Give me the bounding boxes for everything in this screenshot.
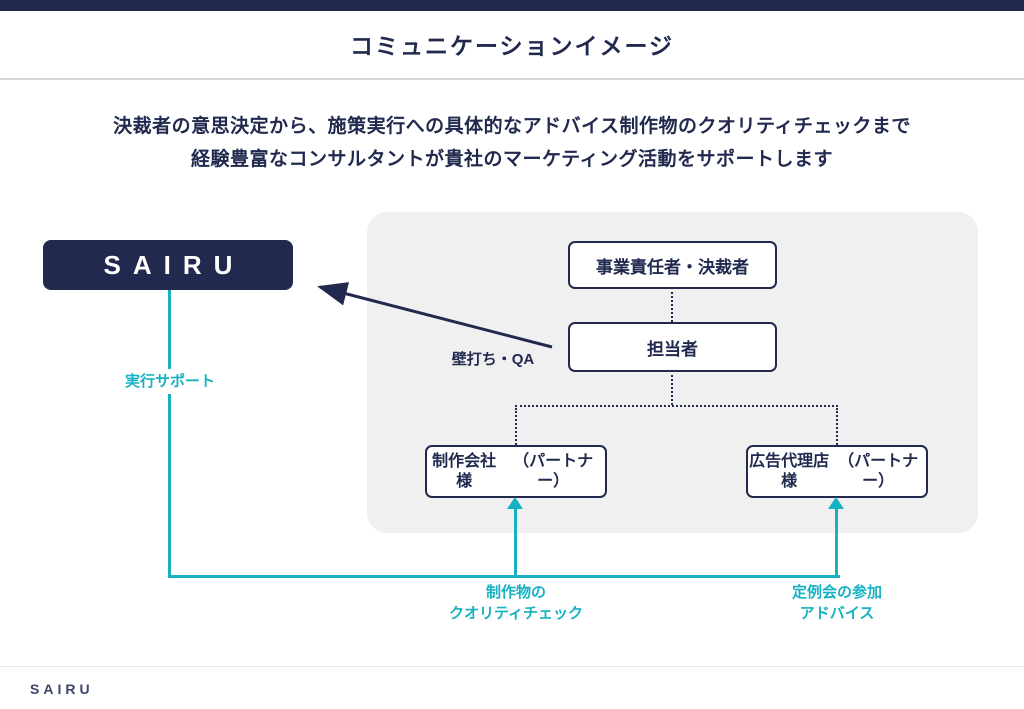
dotted-connector-decision-to-tanto — [671, 292, 673, 322]
meeting-advice-arrowhead-icon — [828, 497, 844, 509]
meeting-advice-label-line1: 定例会の参加 — [791, 584, 882, 601]
node-production-company-line2: （パートナー） — [513, 452, 594, 490]
sairu-node: SAIRU — [43, 240, 293, 290]
quality-check-arrowhead-icon — [507, 497, 523, 509]
execution-support-label: 実行サポート — [100, 369, 240, 394]
meeting-advice-line — [835, 507, 838, 577]
dotted-connector-tanto-down — [671, 375, 673, 405]
node-ad-agency-line1: 広告代理店様 — [749, 452, 830, 490]
node-ad-agency: 広告代理店様（パートナー） — [746, 445, 928, 498]
subtitle-line-2: 経験豊富なコンサルタントが貴社のマーケティング活動をサポートします — [191, 149, 833, 170]
execution-support-line-vertical — [168, 290, 171, 578]
execution-support-line-horizontal — [168, 575, 840, 578]
node-decision-maker: 事業責任者・決裁者 — [568, 241, 777, 289]
quality-check-label-line2: クオリティチェック — [448, 605, 584, 622]
quality-check-line — [514, 507, 517, 577]
footer-divider — [0, 666, 1024, 667]
qa-arrow-label: 壁打ち・QA — [451, 351, 535, 368]
subtitle: 決裁者の意思決定から、施策実行への具体的なアドバイス制作物のクオリティチェックま… — [0, 110, 1024, 176]
node-production-company: 制作会社様 （パートナー） — [425, 445, 607, 498]
footer-logo: SAIRU — [30, 681, 94, 697]
node-ad-agency-line2: （パートナー） — [838, 452, 919, 490]
quality-check-label: 制作物のクオリティチェック — [426, 582, 606, 624]
dotted-connector-to-agency — [836, 408, 838, 445]
page-title: コミュニケーションイメージ — [349, 33, 675, 59]
quality-check-label-line1: 制作物の — [485, 584, 546, 601]
meeting-advice-label-line2: アドバイス — [799, 605, 875, 622]
dotted-connector-to-production — [515, 408, 517, 445]
sairu-logo: SAIRU — [103, 249, 245, 280]
header-divider — [0, 78, 1024, 80]
qa-arrow — [317, 282, 553, 349]
node-production-company-line1: 制作会社様 — [432, 452, 497, 490]
top-accent-bar — [0, 0, 1024, 11]
dotted-connector-horizontal — [515, 405, 838, 407]
node-person-in-charge: 担当者 — [568, 322, 777, 372]
subtitle-line-1: 決裁者の意思決定から、施策実行への具体的なアドバイス制作物のクオリティチェックま… — [113, 116, 911, 137]
meeting-advice-label: 定例会の参加アドバイス — [747, 582, 927, 624]
